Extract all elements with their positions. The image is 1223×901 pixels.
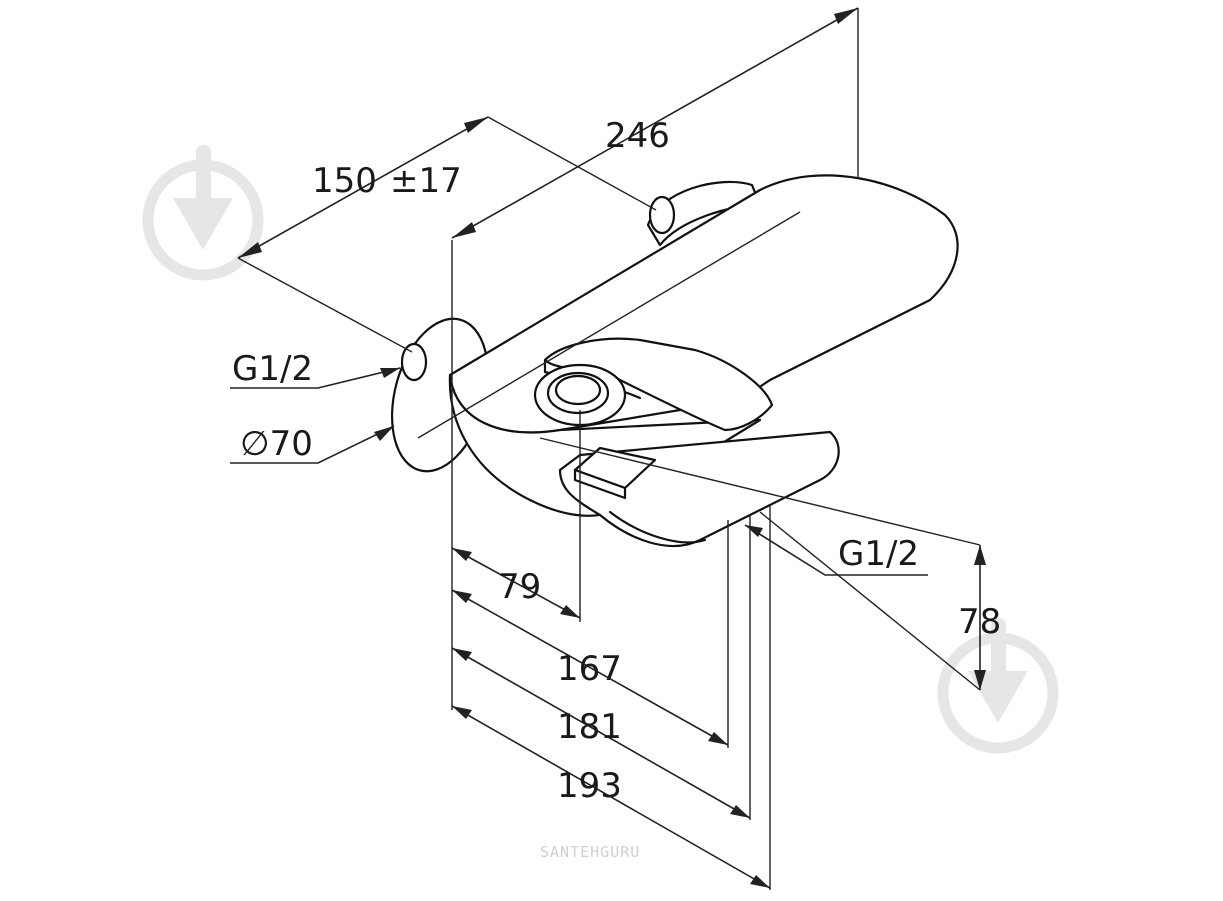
dim-79-label: 79 xyxy=(498,567,541,607)
watermark-brand: SANTEHGURU xyxy=(540,843,640,861)
dim-tolerance-label: ±17 xyxy=(390,161,462,201)
watermark-download-icon-right xyxy=(937,618,1059,754)
dimension-lines xyxy=(230,7,986,890)
thread-right-label: G1/2 xyxy=(838,534,919,574)
diameter-70-label: ∅70 xyxy=(240,424,313,464)
dim-181-label: 181 xyxy=(557,707,622,747)
dim-246-label: 246 xyxy=(605,116,670,156)
faucet-body xyxy=(390,174,959,548)
dim-78-label: 78 xyxy=(958,602,1001,642)
dim-150-label: 150 xyxy=(312,161,377,201)
watermark-download-icon-left xyxy=(142,145,264,281)
dim-193-label: 193 xyxy=(557,766,622,806)
thread-left-label: G1/2 xyxy=(232,349,313,389)
dim-167-label: 167 xyxy=(557,649,622,689)
